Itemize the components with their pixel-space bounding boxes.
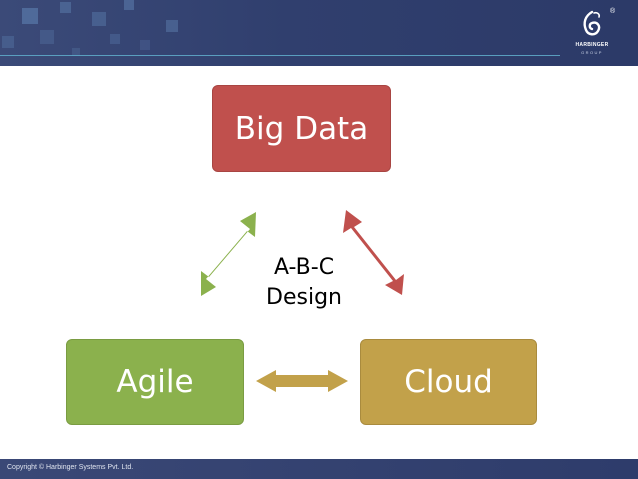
node-agile-label: Agile: [116, 364, 194, 400]
decor-tile: [92, 12, 106, 26]
node-cloud-label: Cloud: [404, 364, 493, 400]
logo-subtext: GROUP: [581, 50, 603, 55]
footer-copyright: Copyright © Harbinger Systems Pvt. Ltd.: [7, 464, 134, 471]
decor-tile: [72, 48, 80, 56]
decor-tile: [2, 36, 14, 48]
header-rule: [0, 55, 560, 56]
arrow-agile-cloud: [256, 370, 348, 392]
header-banner: HARBINGER GROUP ®: [0, 0, 638, 66]
node-agile: Agile: [66, 339, 244, 425]
arrow-agile-bigdata: [201, 212, 256, 296]
logo-name: HARBINGER: [575, 42, 609, 48]
node-big-data: Big Data: [212, 85, 391, 172]
registered-mark: ®: [610, 8, 616, 15]
decor-tile: [22, 8, 38, 24]
decor-tile: [110, 34, 120, 44]
decor-tile: [140, 40, 150, 50]
company-logo: HARBINGER GROUP: [572, 10, 612, 60]
decor-tile: [124, 0, 134, 10]
decor-tile: [166, 20, 178, 32]
logo-mark-icon: [583, 10, 601, 36]
center-label-line2: Design: [266, 285, 342, 310]
node-big-data-label: Big Data: [234, 110, 369, 147]
center-label-line1: A-B-C: [273, 255, 335, 280]
arrow-bigdata-cloud: [343, 210, 404, 295]
decor-tile: [40, 30, 54, 44]
node-cloud: Cloud: [360, 339, 537, 425]
footer-bar: Copyright © Harbinger Systems Pvt. Ltd.: [0, 459, 638, 479]
decor-tile: [60, 2, 71, 13]
center-label: A-B-C Design: [246, 253, 362, 313]
